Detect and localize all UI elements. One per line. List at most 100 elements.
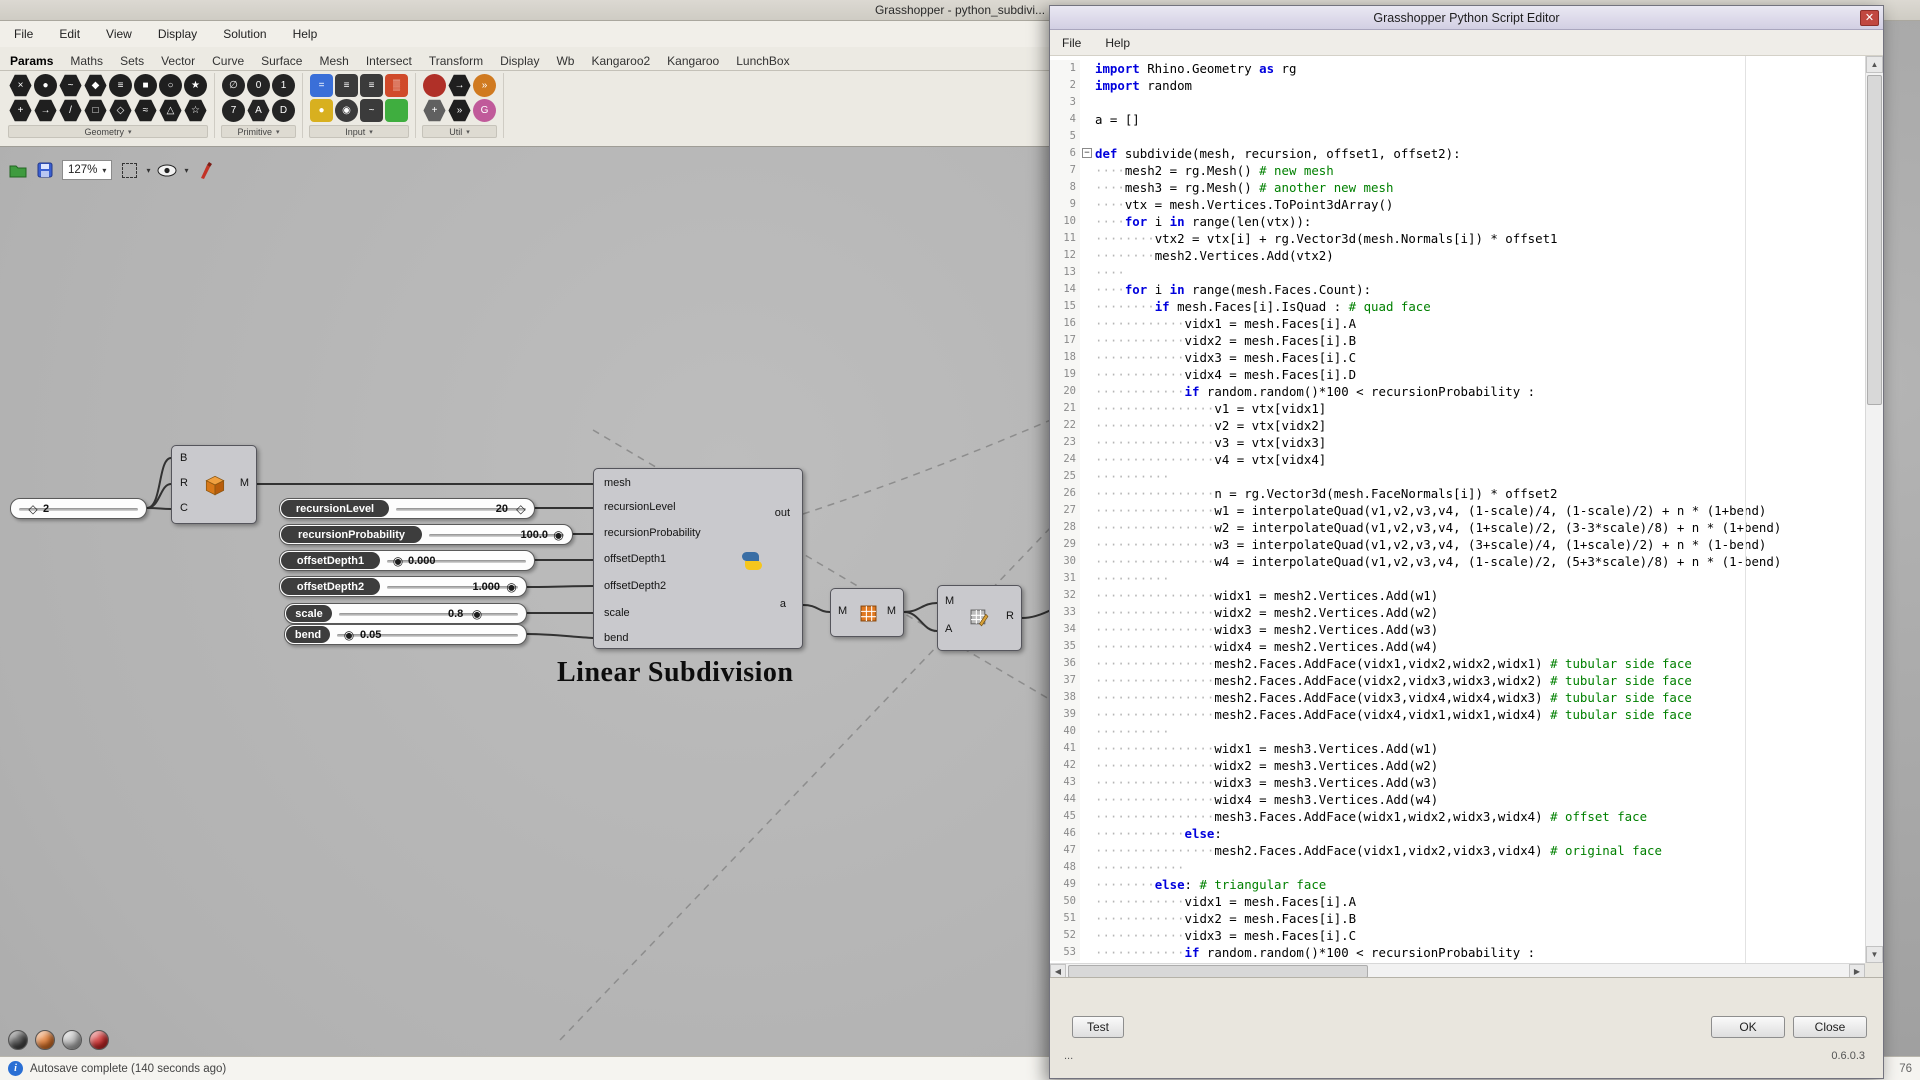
curve-icon[interactable]: ~ xyxy=(59,74,82,97)
value-list-icon[interactable]: ≡ xyxy=(360,74,383,97)
number-slider-icon[interactable]: = xyxy=(310,74,333,97)
chevron-down-icon[interactable]: ▾ xyxy=(146,165,151,175)
number-slider[interactable]: offsetDepth1 ◉ 0.000 xyxy=(279,550,535,571)
menu-item[interactable]: Display xyxy=(157,27,198,41)
mesh-box-component[interactable]: B R C M xyxy=(171,445,257,524)
input-label[interactable]: B xyxy=(180,452,188,464)
cherry-picker-icon[interactable] xyxy=(423,74,446,97)
toolbar-group-label[interactable]: Geometry▾ xyxy=(8,125,208,138)
toolbar-group-label[interactable]: Util▾ xyxy=(422,125,497,138)
component-tab[interactable]: Transform xyxy=(428,54,484,68)
rectangle-icon[interactable]: □ xyxy=(84,99,107,122)
editor-titlebar[interactable]: Grasshopper Python Script Editor ✕ xyxy=(1050,6,1883,30)
text-icon[interactable]: A xyxy=(247,99,270,122)
toolbar-group-label[interactable]: Primitive▾ xyxy=(221,125,296,138)
number-slider[interactable]: bend ◉ 0.05 xyxy=(284,624,527,645)
integer-icon[interactable]: 0 xyxy=(247,74,270,97)
test-button[interactable]: Test xyxy=(1072,1016,1124,1038)
input-label[interactable]: scale xyxy=(604,607,630,619)
component-tab[interactable]: Maths xyxy=(70,54,104,68)
toolbar-group-label[interactable]: Input▾ xyxy=(309,125,409,138)
component-tab[interactable]: Sets xyxy=(120,54,145,68)
menu-item[interactable]: Help xyxy=(1105,35,1131,50)
galapagos-icon[interactable]: G xyxy=(473,99,496,122)
slider-grip[interactable]: ◇ xyxy=(28,501,38,516)
vertical-scrollbar[interactable]: ▲ ▼ xyxy=(1865,56,1883,963)
vector-icon[interactable]: → xyxy=(34,99,57,122)
panel-icon[interactable]: ≡ xyxy=(335,74,358,97)
input-label[interactable]: R xyxy=(180,477,188,489)
open-file-icon[interactable] xyxy=(8,160,28,180)
graph-mapper-icon[interactable]: ~ xyxy=(360,99,383,122)
zoom-extents-icon[interactable] xyxy=(119,160,139,180)
number-icon[interactable]: 1 xyxy=(272,74,295,97)
slider-grip[interactable]: ◉ xyxy=(343,627,355,642)
component-tab[interactable]: Params xyxy=(10,54,54,68)
mesh-join-component[interactable]: M M xyxy=(830,588,904,637)
number-slider-small[interactable]: ◇ 2 xyxy=(10,498,147,519)
group-label[interactable]: Linear Subdivision xyxy=(557,657,794,688)
slider-grip[interactable]: ◉ xyxy=(506,579,517,594)
preview-eye-icon[interactable] xyxy=(157,160,177,180)
circle-icon[interactable]: ○ xyxy=(159,74,182,97)
menu-item[interactable]: File xyxy=(1062,35,1082,50)
component-tab[interactable]: Display xyxy=(500,54,540,68)
component-tab[interactable]: Mesh xyxy=(319,54,349,68)
menu-item[interactable]: Solution xyxy=(223,27,267,41)
domain-icon[interactable]: D xyxy=(272,99,295,122)
surface-icon[interactable]: ◆ xyxy=(84,74,107,97)
geometry-icon[interactable]: ★ xyxy=(184,74,207,97)
transform-icon[interactable]: △ xyxy=(159,99,182,122)
chevron-down-icon[interactable]: ▾ xyxy=(184,165,189,175)
menu-item[interactable]: Help xyxy=(292,27,318,41)
line-icon[interactable]: / xyxy=(59,99,82,122)
menu-item[interactable]: Edit xyxy=(59,27,81,41)
slider-grip[interactable]: ◇ xyxy=(516,501,526,516)
component-tab[interactable]: Kangaroo xyxy=(667,54,720,68)
scroll-up-icon[interactable]: ▲ xyxy=(1866,56,1883,73)
output-label[interactable]: a xyxy=(779,598,786,610)
shaded-preview-ball[interactable] xyxy=(35,1030,55,1050)
component-tab[interactable]: Kangaroo2 xyxy=(591,54,651,68)
paint-brush-icon[interactable] xyxy=(195,160,215,180)
wireframe-preview-ball[interactable] xyxy=(8,1030,28,1050)
output-label[interactable]: R xyxy=(1006,610,1014,622)
output-label[interactable]: out xyxy=(774,507,790,519)
input-label[interactable]: recursionProbability xyxy=(604,527,701,539)
no-preview-ball[interactable] xyxy=(89,1030,109,1050)
knob-icon[interactable]: ◉ xyxy=(335,99,358,122)
menu-item[interactable]: File xyxy=(14,27,34,41)
cluster-icon[interactable]: + xyxy=(423,99,446,122)
mesh-preview-ball[interactable] xyxy=(62,1030,82,1050)
input-label[interactable]: mesh xyxy=(604,477,631,489)
component-tab[interactable]: Wb xyxy=(556,54,575,68)
box-icon[interactable]: × xyxy=(9,74,32,97)
menu-item[interactable]: View xyxy=(106,27,132,41)
fold-collapse-icon[interactable]: − xyxy=(1082,148,1092,158)
number-slider[interactable]: offsetDepth2 1.000 ◉ xyxy=(279,576,527,597)
component-tab[interactable]: Surface xyxy=(261,54,303,68)
plane-icon[interactable]: + xyxy=(9,99,32,122)
input-label[interactable]: M xyxy=(945,595,955,607)
component-tab[interactable]: LunchBox xyxy=(736,54,790,68)
input-label[interactable]: bend xyxy=(604,632,629,644)
save-file-icon[interactable] xyxy=(35,160,55,180)
component-tab[interactable]: Curve xyxy=(212,54,245,68)
input-label[interactable]: offsetDepth2 xyxy=(604,580,667,592)
slider-grip[interactable]: ◉ xyxy=(471,606,483,621)
mesh-edit-component[interactable]: M A R xyxy=(937,585,1022,651)
slider-grip[interactable]: ◉ xyxy=(392,553,404,568)
group-icon[interactable]: ◇ xyxy=(109,99,132,122)
input-label[interactable]: offsetDepth1 xyxy=(604,553,667,565)
number-slider[interactable]: recursionProbability 100.0 ◉ xyxy=(279,524,573,545)
digit-icon[interactable]: 7 xyxy=(222,99,245,122)
gradient-icon[interactable]: ▒ xyxy=(385,74,408,97)
python-script-component[interactable]: mesh recursionLevel recursionProbability… xyxy=(593,468,803,649)
scrollbar-thumb[interactable] xyxy=(1867,75,1882,405)
close-icon[interactable]: ✕ xyxy=(1860,10,1879,26)
point-icon[interactable]: ● xyxy=(34,74,57,97)
relay-icon[interactable]: → xyxy=(448,74,471,97)
input-label[interactable]: C xyxy=(180,502,188,514)
button-icon[interactable]: ● xyxy=(310,99,333,122)
